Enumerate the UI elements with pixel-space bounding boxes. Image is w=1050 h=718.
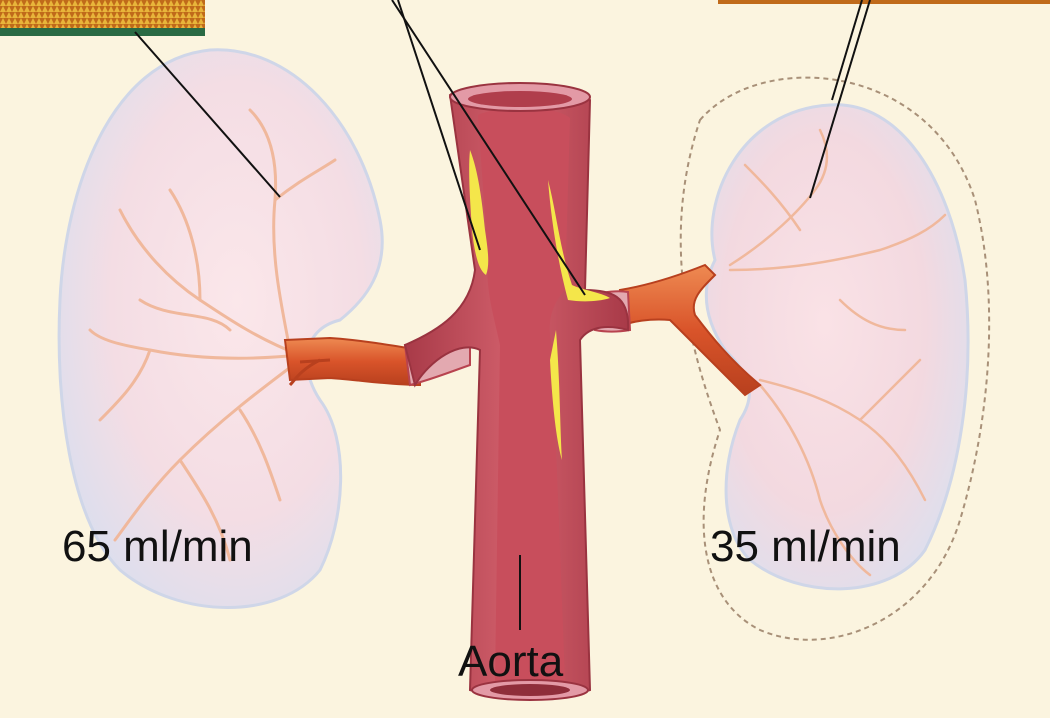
aorta-label: Aorta bbox=[458, 640, 563, 684]
inset-image-right bbox=[718, 0, 1050, 4]
right-kidney bbox=[706, 105, 968, 589]
inset-image-left bbox=[0, 0, 205, 36]
right-kidney-flow-label: 35 ml/min bbox=[710, 525, 901, 569]
aorta bbox=[405, 83, 628, 700]
leader-line-inset-right-2 bbox=[832, 0, 862, 100]
left-kidney-flow-label: 65 ml/min bbox=[62, 525, 253, 569]
